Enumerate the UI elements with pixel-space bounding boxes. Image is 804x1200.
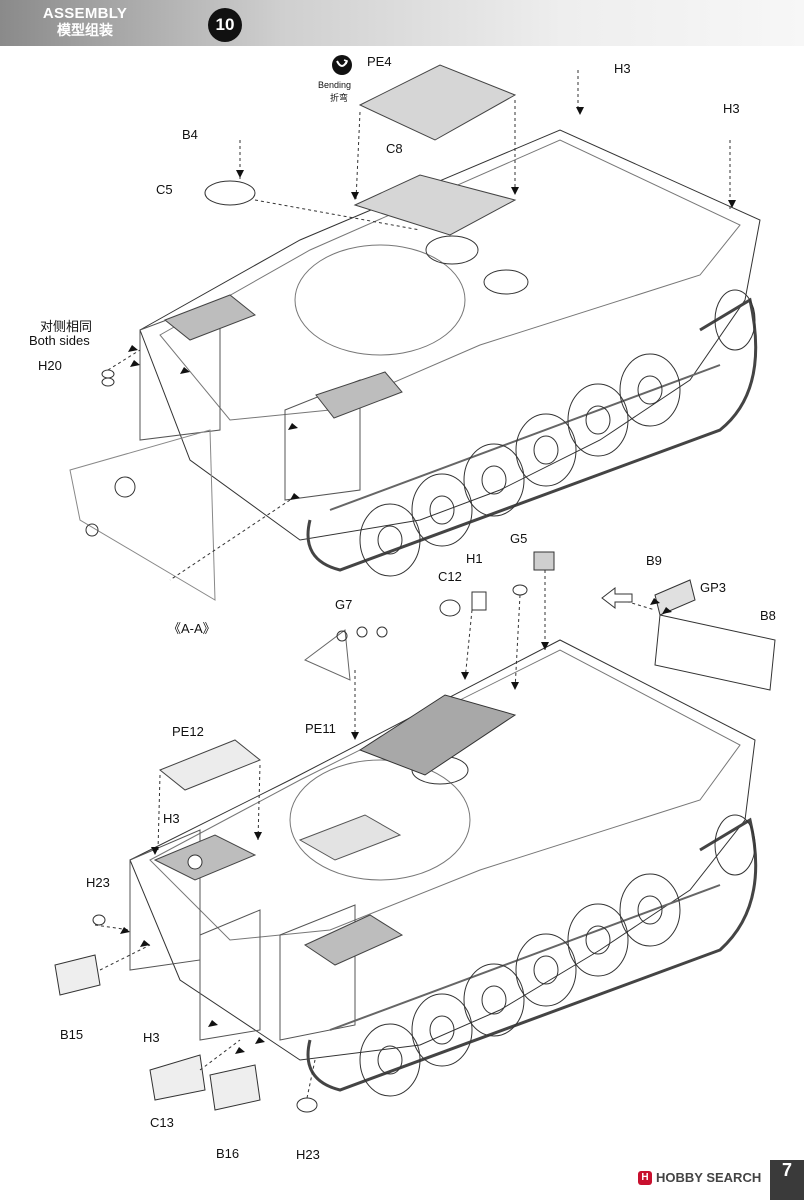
label-C5: C5 — [156, 182, 173, 197]
label-B4: B4 — [182, 127, 198, 142]
hobby-search-logo-icon: H — [638, 1170, 652, 1185]
label-H23-bottom: H23 — [296, 1147, 320, 1162]
lower-tank-hull — [129, 639, 758, 1092]
label-H3-low: H3 — [143, 1030, 160, 1045]
label-H3-top: H3 — [614, 61, 631, 76]
header-title-zh: 模型组装 — [57, 22, 113, 38]
label-GP3: GP3 — [700, 580, 727, 595]
label-PE11: PE11 — [305, 721, 336, 736]
label-G5: G5 — [510, 531, 528, 546]
label-B16: B16 — [216, 1146, 240, 1161]
bending-label-zh: 折弯 — [330, 93, 349, 103]
label-both-sides-en: Both sides — [29, 333, 90, 348]
step-number-badge: 10 — [208, 8, 242, 42]
label-B15: B15 — [60, 1027, 84, 1042]
label-PE4: PE4 — [367, 54, 392, 69]
arrow-icon — [120, 598, 672, 1054]
arrow-icon — [601, 586, 633, 610]
label-H1: H1 — [466, 551, 483, 566]
hobby-search-watermark: H HOBBY SEARCH — [638, 1170, 761, 1185]
lower-exploded-parts — [54, 551, 776, 1113]
label-H3-right: H3 — [723, 101, 740, 116]
bending-icon — [332, 55, 352, 75]
header-title-en: ASSEMBLY — [42, 5, 128, 22]
label-G7: G7 — [335, 597, 353, 612]
label-C8: C8 — [386, 141, 403, 156]
label-B8: B8 — [760, 608, 776, 623]
label-H3-mid: H3 — [163, 811, 180, 826]
label-A-A: 《A-A》 — [168, 621, 216, 636]
label-PE12: PE12 — [172, 724, 204, 739]
page-number: 7 — [770, 1160, 804, 1200]
header-band — [0, 0, 804, 46]
bending-label-en: Bending — [318, 80, 352, 90]
upper-exploded-parts — [101, 64, 731, 581]
header-title: ASSEMBLY 模型组装 — [26, 5, 144, 39]
label-H20: H20 — [38, 358, 62, 373]
arrow-icon — [128, 107, 736, 500]
upper-road-wheels — [359, 289, 756, 577]
hobby-search-logo-text: HOBBY SEARCH — [656, 1170, 762, 1185]
label-C12: C12 — [438, 569, 462, 584]
label-B9: B9 — [646, 553, 662, 568]
label-both-sides-zh: 对侧相同 — [40, 319, 93, 334]
label-H23-left: H23 — [86, 875, 110, 890]
label-C13: C13 — [150, 1115, 174, 1130]
lower-road-wheels — [359, 814, 756, 1097]
